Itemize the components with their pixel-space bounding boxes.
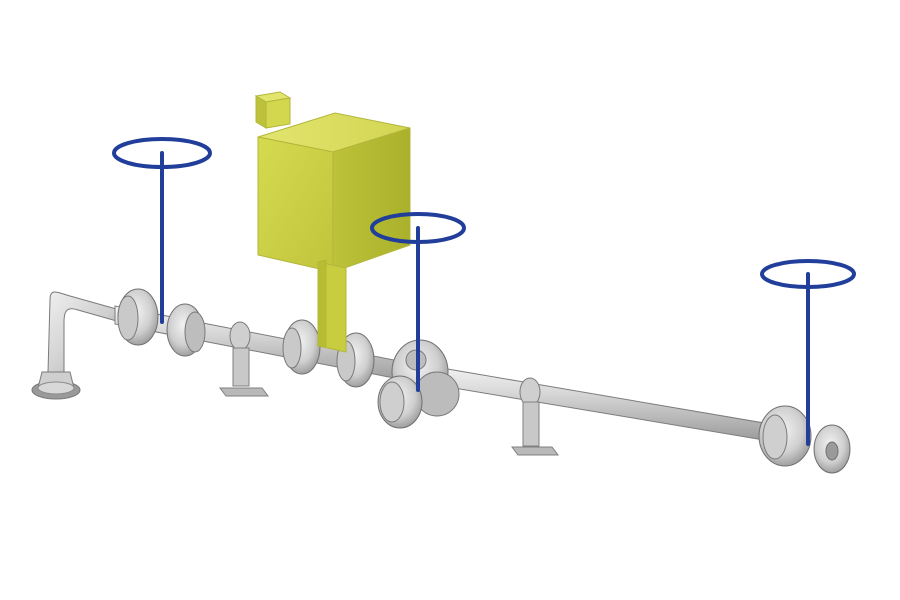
valve-4 <box>758 405 812 467</box>
support-2 <box>511 401 559 456</box>
yellow-actuator-box <box>254 91 411 353</box>
handwheel-3 <box>760 259 856 446</box>
pipe-clamp-1 <box>229 321 251 351</box>
handwheel-1 <box>112 137 212 324</box>
valve-1 <box>117 288 206 357</box>
handwheel-2 <box>370 212 466 392</box>
end-flange <box>813 424 851 474</box>
elbow-fitting <box>31 291 121 400</box>
support-1 <box>219 347 269 397</box>
valve-2 <box>282 319 375 388</box>
